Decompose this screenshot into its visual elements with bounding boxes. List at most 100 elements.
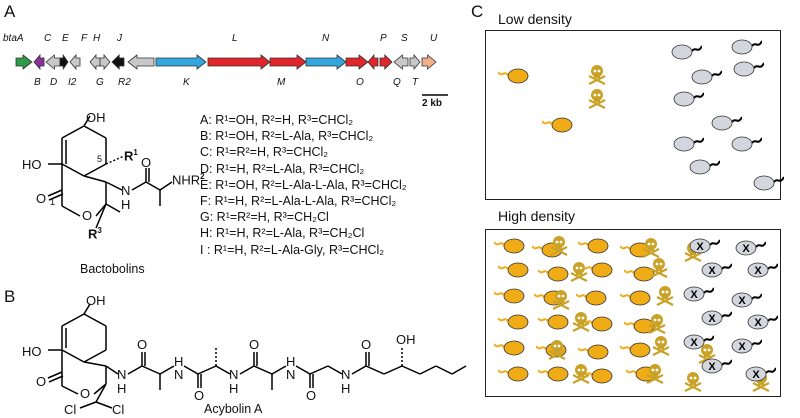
gene-arrow xyxy=(111,54,125,70)
high-density-title: High density xyxy=(498,208,576,224)
producer-cell xyxy=(497,258,538,285)
gene-arrow xyxy=(305,54,347,70)
gene-label-bottom: T xyxy=(412,77,419,88)
variant-row: B: R¹=OH, R²=L-Ala, R³=CHCl₂ xyxy=(200,129,374,144)
acybolin-oh-chain: OH xyxy=(396,332,416,347)
gene-arrow xyxy=(127,54,155,70)
gene-arrow xyxy=(89,53,101,71)
skull-icon xyxy=(550,288,572,315)
gene-arrow xyxy=(409,53,421,71)
killed-cell: X xyxy=(726,236,767,263)
variant-row: A: R¹=OH, R²=H, R³=CHCl₂ xyxy=(200,113,354,127)
bactobolin-o-carbonyl: O xyxy=(36,191,47,206)
killed-cell: X xyxy=(680,234,721,261)
bactobolin-caption: Bactobolins xyxy=(80,262,145,276)
skull-icon xyxy=(568,260,590,287)
acybolin-structure xyxy=(47,303,467,409)
skull-icon xyxy=(654,284,676,311)
producer-cell xyxy=(623,314,664,341)
acybolin-n4: N xyxy=(286,367,296,382)
bactobolin-num-5: 5 xyxy=(97,154,103,164)
gene-label-top: E xyxy=(62,33,69,44)
acybolin-o-a5: O xyxy=(361,337,372,352)
killed-cell: X xyxy=(722,334,763,361)
killed-cell: X xyxy=(738,258,779,285)
bactobolin-variant-list: A: R¹=OH, R²=H, R³=CHCl₂ B: R¹=OH, R²=L-… xyxy=(200,112,407,258)
gene-label-top: L xyxy=(232,33,238,44)
gene-label-bottom: M xyxy=(277,77,286,88)
susceptible-cell xyxy=(664,87,705,114)
gene-label-btaA: btaA xyxy=(3,33,24,44)
acybolin-caption: Acybolin A xyxy=(204,402,263,416)
skull-icon xyxy=(644,362,666,389)
gene-arrow xyxy=(45,54,61,70)
producer-cell xyxy=(581,364,622,391)
gene-label-bottom: I2 xyxy=(68,77,77,88)
gene-label-top: J xyxy=(117,33,122,44)
acybolin-h4: H xyxy=(286,354,296,369)
gene-arrow xyxy=(69,53,81,71)
bactobolin-amide-h: H xyxy=(121,197,131,212)
producer-cell xyxy=(581,312,622,339)
bactobolin-num-1: 1 xyxy=(50,197,56,207)
svg-text:X: X xyxy=(738,295,746,307)
killed-cell: X xyxy=(692,258,733,285)
gene-arrow xyxy=(393,54,409,70)
producer-cell xyxy=(497,362,538,389)
panel-letter-c: C xyxy=(471,2,484,21)
scale-bar-label: 2 kb xyxy=(422,98,443,109)
producer-cell xyxy=(493,234,534,261)
skull-icon xyxy=(650,334,672,361)
killed-cell: X xyxy=(738,310,779,337)
skull-icon xyxy=(640,236,662,263)
gene-label-bottom: B xyxy=(34,77,41,88)
producer-cell xyxy=(619,338,660,365)
acybolin-o-carbonyl: O xyxy=(36,374,47,389)
skull-icon xyxy=(548,234,570,261)
gene-arrow xyxy=(207,54,271,70)
skull-icon xyxy=(586,63,608,90)
variant-row: C: R¹=R²=H, R³=CHCl₂ xyxy=(200,145,329,160)
gene-label-top: S xyxy=(401,33,408,44)
acybolin-o-a3: O xyxy=(249,337,260,352)
bactobolin-ho: HO xyxy=(22,157,42,172)
susceptible-cell xyxy=(722,35,763,62)
skull-icon xyxy=(682,370,704,397)
producer-cell xyxy=(575,286,616,313)
killed-cell: X xyxy=(692,306,733,333)
gene-arrow xyxy=(345,54,369,70)
acybolin-h5: H xyxy=(341,381,351,396)
gene-arrow xyxy=(33,53,45,71)
gene-label-top: C xyxy=(44,33,52,44)
bactobolin-r3: R3 xyxy=(88,226,102,242)
acybolin-n2: N xyxy=(174,367,184,382)
svg-text:X: X xyxy=(738,341,746,353)
svg-text:X: X xyxy=(708,265,716,277)
killed-cell: X xyxy=(674,330,715,357)
svg-text:X: X xyxy=(708,361,716,373)
acybolin-h3: H xyxy=(229,381,239,396)
gene-label-bottom: K xyxy=(183,77,190,88)
gene-label-top: P xyxy=(380,33,387,44)
acybolin-o-a1: O xyxy=(137,337,148,352)
svg-text:X: X xyxy=(754,265,762,277)
bactobolin-structure xyxy=(47,115,173,229)
acybolin-n1: N xyxy=(117,367,127,382)
susceptible-cell xyxy=(724,57,765,84)
acybolin-n3: N xyxy=(229,367,239,382)
svg-text:X: X xyxy=(690,289,698,301)
acybolin-cl1: Cl xyxy=(64,402,77,417)
producer-cell xyxy=(541,113,582,140)
low-density-title: Low density xyxy=(498,11,572,27)
gene-arrow xyxy=(421,54,437,70)
acybolin-oh-top: OH xyxy=(86,293,106,308)
producer-cell xyxy=(493,284,534,311)
gene-label-bottom: D xyxy=(50,77,58,88)
svg-text:X: X xyxy=(708,313,716,325)
svg-text:X: X xyxy=(754,317,762,329)
acybolin-h2: H xyxy=(174,354,184,369)
panel-letter-b: B xyxy=(4,287,16,306)
acybolin-o-a2: O xyxy=(194,388,205,403)
gene-label-top: H xyxy=(93,33,101,44)
